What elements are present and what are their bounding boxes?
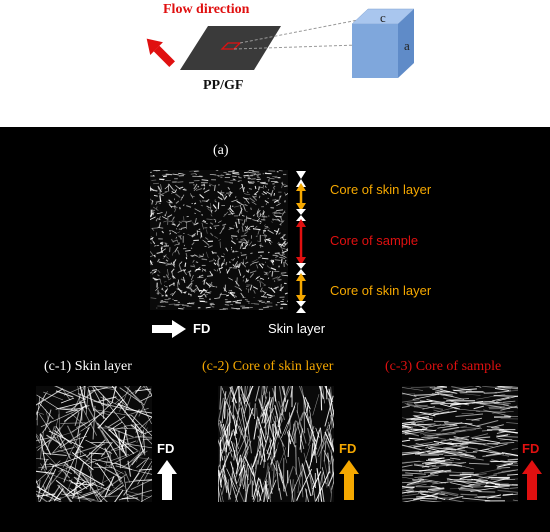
fd-up-arrow-c1-icon — [157, 460, 177, 500]
cube-icon — [351, 8, 415, 78]
band-label-core-of-skin-bottom: Core of skin layer — [330, 283, 432, 298]
cube-face-c-label: c — [380, 10, 386, 25]
flow-direction-label: Flow direction — [163, 2, 250, 17]
fd-up-arrow-c3-icon — [522, 460, 542, 500]
fd-label-c1: FD — [157, 441, 175, 456]
band-label-core-of-skin-top: Core of skin layer — [330, 182, 432, 197]
fd-up-arrow-c2-icon — [339, 460, 359, 500]
pp-gf-plate — [180, 26, 281, 70]
top-schematic: Flow direction c a PP/GF — [0, 0, 550, 127]
schematic-drawing — [146, 8, 415, 78]
skin-layer-image — [36, 386, 152, 502]
panel-a-title: (a) — [213, 143, 229, 158]
fd-label-c3: FD — [522, 441, 540, 456]
skin-layer-label: Skin layer — [268, 321, 326, 336]
panel-c3-title: (c-3) Core of sample — [385, 359, 502, 374]
fd-label-c2: FD — [339, 441, 357, 456]
cube-face-a-label: a — [404, 38, 410, 53]
layer-arrows — [296, 171, 306, 313]
flow-arrow-icon — [146, 38, 175, 67]
core-of-skin-layer-image — [218, 386, 334, 502]
fd-label: FD — [193, 321, 211, 336]
micrograph-panel: (a) Core of skin layer Core of sample Co… — [0, 127, 550, 532]
cross-section-image — [150, 170, 288, 310]
plate-label: PP/GF — [203, 78, 244, 93]
core-of-sample-image — [402, 386, 518, 502]
panel-c2-title: (c-2) Core of skin layer — [202, 359, 334, 374]
fd-right-arrow-icon — [152, 320, 186, 338]
panel-c1-title: (c-1) Skin layer — [44, 359, 132, 374]
band-label-core-of-sample: Core of sample — [330, 233, 419, 248]
